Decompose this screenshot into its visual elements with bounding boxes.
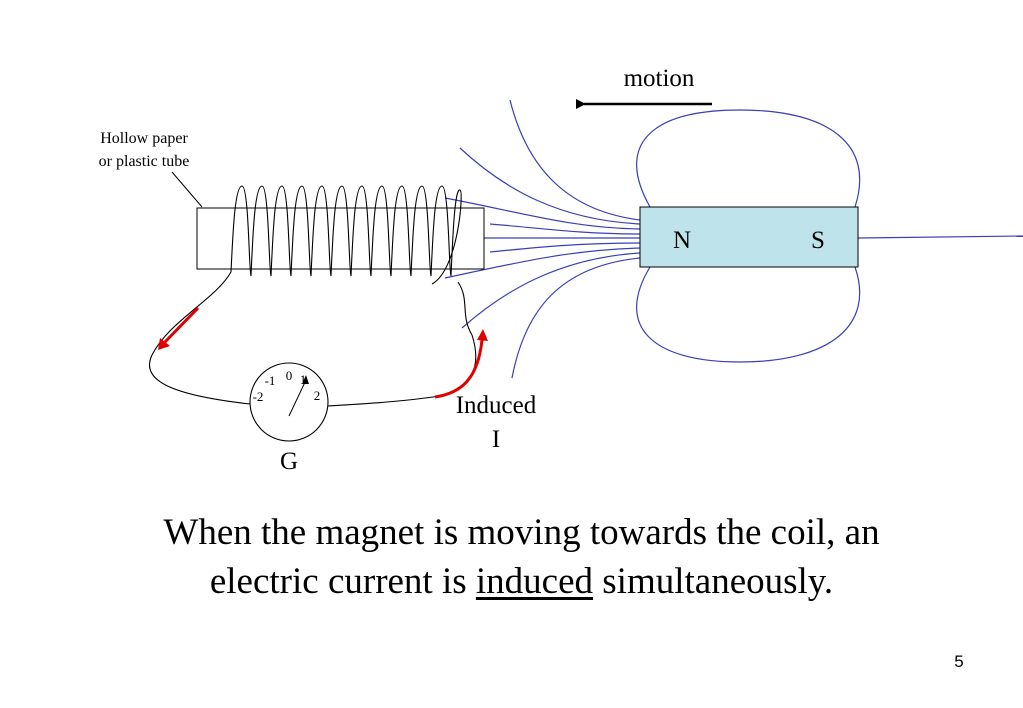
galvanometer: -2 -1 0 1 2 [249, 362, 329, 442]
motion-label: motion [624, 65, 695, 92]
field-line [489, 242, 641, 253]
scale-mark-neg1: -1 [265, 373, 276, 388]
coil-turn [270, 185, 292, 277]
tube-label-line2: or plastic tube [99, 153, 190, 170]
south-pole-label: S [811, 227, 825, 254]
north-pole-label: N [673, 227, 691, 254]
coil-turn [430, 185, 452, 277]
field-loop-top [636, 109, 861, 208]
coil [230, 185, 462, 285]
coil-turn [290, 185, 312, 277]
field-loop-bottom [636, 266, 861, 363]
scale-mark-1: 1 [300, 372, 307, 387]
bar-magnet [639, 206, 859, 268]
left-wire [148, 271, 251, 405]
left-current-arrow [162, 306, 200, 345]
coil-turn [370, 185, 392, 277]
caption-line2: electric current is induced simultaneous… [40, 557, 1003, 606]
galvanometer-needle [288, 379, 307, 417]
coil-turn [330, 185, 352, 277]
left-current-arrowhead [158, 338, 170, 350]
caption: When the magnet is moving towards the co… [40, 508, 1003, 606]
induced-label-line1: Induced [456, 392, 537, 419]
scale-mark-neg2: -2 [253, 389, 264, 404]
field-line-south [857, 235, 1023, 239]
field-line [511, 257, 641, 379]
scale-mark-2: 2 [314, 388, 321, 403]
needle-tip-icon [302, 375, 309, 384]
field-line [444, 247, 641, 279]
caption-line1: When the magnet is moving towards the co… [163, 512, 880, 553]
current-arrows [158, 306, 488, 399]
scale-mark-0: 0 [286, 368, 293, 383]
right-wire [327, 281, 477, 407]
coil-turn [350, 185, 372, 277]
field-line [444, 197, 641, 230]
field-line [461, 252, 641, 329]
coil-turn [250, 185, 272, 277]
coil-turn [310, 185, 332, 277]
tube-label-line1: Hollow paper [100, 130, 188, 147]
field-lines [420, 99, 1023, 379]
right-current-arrowhead [477, 329, 488, 341]
field-line [509, 99, 641, 221]
galvanometer-label: G [280, 448, 298, 475]
right-current-arrow [434, 339, 484, 399]
coil-turn [410, 185, 432, 277]
field-line [459, 147, 641, 225]
page-number: 5 [954, 652, 964, 671]
field-line [489, 223, 641, 235]
coil-turn [230, 185, 252, 277]
caption-underlined-word: induced [475, 561, 594, 602]
caption-line2-end: simultaneously. [593, 561, 834, 602]
hollow-tube [196, 207, 485, 270]
tube-label-pointer [171, 171, 203, 208]
caption-line2-start: electric current is [209, 561, 476, 602]
induced-label-line2: I [492, 426, 500, 453]
induction-diagram: -2 -1 0 1 2 G N S motion Hollow paper or… [99, 65, 1023, 475]
coil-turn [390, 185, 412, 277]
coil-turn [431, 189, 462, 285]
